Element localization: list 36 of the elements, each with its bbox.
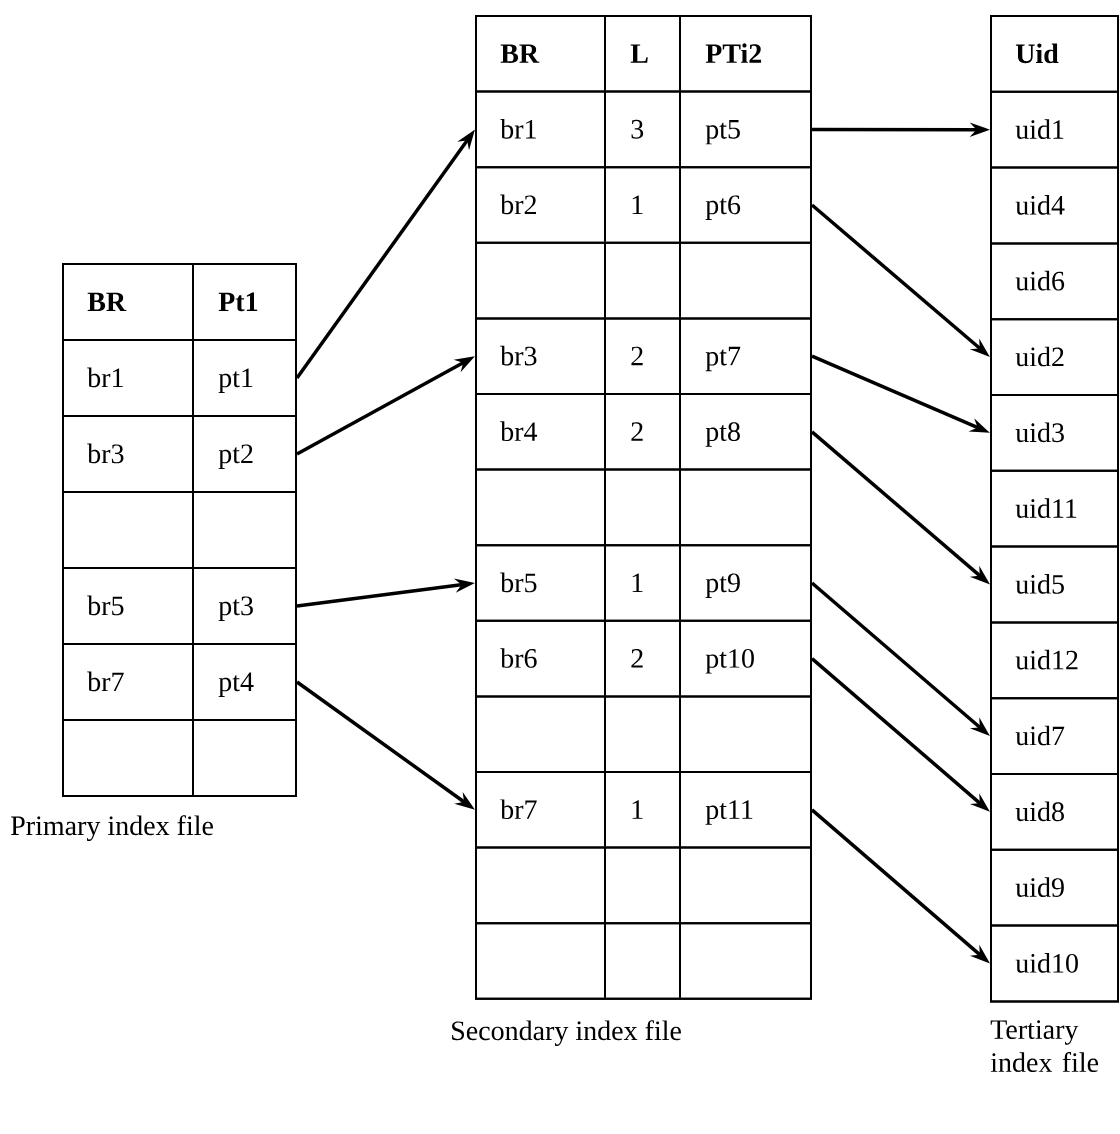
table-caption: Secondary index file [452, 1020, 681, 1046]
table-row: br3 pt2 [62, 414, 297, 493]
table-header-row: BR Pt1 [62, 262, 297, 341]
table-row: br7 pt4 [62, 642, 297, 721]
table-row [475, 240, 812, 320]
table-row: uid3 [990, 394, 1119, 472]
table-row: uid2 [990, 318, 1119, 396]
table-row: br1 3 pt5 [475, 89, 812, 169]
table-header-row: BR L PTi2 [475, 14, 812, 93]
table-row [475, 694, 812, 773]
table-row: br5 pt3 [62, 566, 297, 645]
table-caption: Primary index file [11, 815, 213, 841]
table-row: uid6 [990, 242, 1119, 321]
table-row: br6 2 pt10 [475, 618, 812, 698]
table-row [62, 718, 297, 797]
table-row: br5 1 pt9 [475, 543, 812, 622]
table-row [475, 467, 812, 547]
table-row: uid8 [990, 773, 1119, 851]
table-row: uid9 [990, 848, 1119, 927]
table-row: uid5 [990, 545, 1119, 624]
table-row: br7 1 pt11 [475, 770, 812, 849]
table-row [475, 921, 812, 1000]
table-header-row: Uid [990, 15, 1119, 93]
table-row: uid10 [990, 924, 1119, 1003]
table-row: br4 2 pt8 [475, 392, 812, 471]
table-row: uid12 [990, 621, 1119, 700]
table-caption: Tertiary index file [990, 1020, 1099, 1072]
table-row: br1 pt1 [62, 338, 297, 417]
table-row: uid4 [990, 166, 1119, 245]
table-row: uid7 [990, 697, 1119, 775]
table-row [62, 490, 297, 569]
table-row: uid1 [990, 90, 1119, 169]
table-row: br3 2 pt7 [475, 316, 812, 395]
table-row: br2 1 pt6 [475, 165, 812, 244]
table-row: uid11 [990, 469, 1119, 548]
table-row [475, 845, 812, 925]
